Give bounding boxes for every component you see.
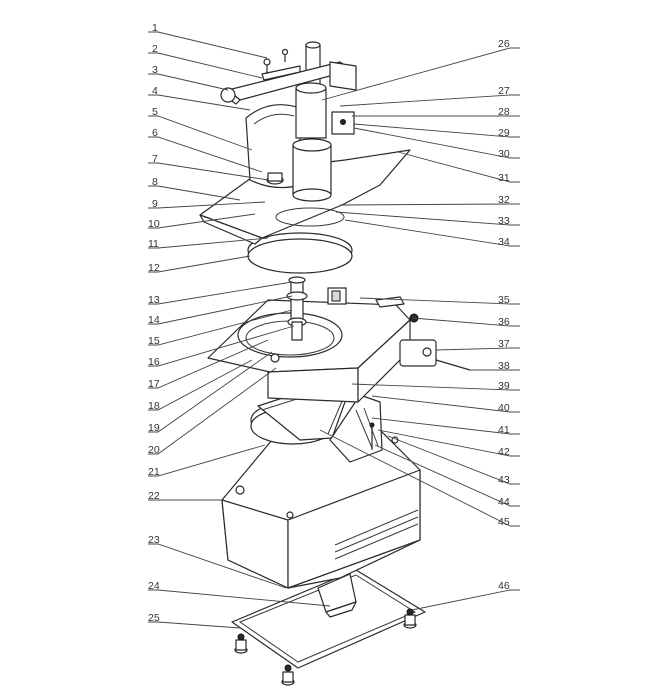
- callout-20: 20: [148, 444, 160, 456]
- drive-shaft: [286, 276, 308, 341]
- callout-15: 15: [148, 335, 160, 347]
- callout-4: 4: [152, 85, 158, 97]
- callout-19: 19: [148, 422, 160, 434]
- callout-22: 22: [148, 490, 160, 502]
- control-switch: [399, 339, 471, 371]
- leader-lines-right: [319, 47, 520, 611]
- callout-16: 16: [148, 356, 160, 368]
- callout-43: 43: [498, 474, 510, 486]
- callout-46: 46: [498, 580, 510, 592]
- callout-11: 11: [148, 238, 159, 250]
- arm-screw: [263, 48, 289, 74]
- callout-26: 26: [498, 38, 510, 50]
- callout-18: 18: [148, 400, 160, 412]
- callout-45: 45: [498, 516, 510, 528]
- callout-33: 33: [498, 215, 510, 227]
- callout-10: 10: [148, 218, 160, 230]
- foot-left: [234, 633, 248, 654]
- callout-labels-right: 26 27 28 29 30 31 32 33 34 35 36 37 38 3…: [498, 38, 510, 592]
- callout-3: 3: [152, 64, 158, 76]
- callout-14: 14: [148, 314, 160, 326]
- callout-6: 6: [152, 127, 158, 139]
- callout-30: 30: [498, 148, 510, 160]
- callout-12: 12: [148, 262, 160, 274]
- pusher-column: [295, 41, 327, 139]
- callout-27: 27: [498, 85, 510, 97]
- bowl-support-frame: [207, 299, 411, 403]
- callout-9: 9: [152, 198, 158, 210]
- pusher-bracket: [329, 61, 357, 135]
- callout-36: 36: [498, 316, 510, 328]
- callout-labels-left: 1 2 3 4 5 6 7 8 9 10 11 12 13 14 15 16 1…: [148, 22, 160, 624]
- foot-front: [281, 664, 295, 686]
- safety-switch: [327, 287, 347, 305]
- callout-37: 37: [498, 338, 510, 350]
- callout-31: 31: [498, 172, 510, 184]
- feed-tube: [292, 138, 332, 202]
- callout-40: 40: [498, 402, 510, 414]
- callout-5: 5: [152, 106, 158, 118]
- callout-35: 35: [498, 294, 510, 306]
- callout-42: 42: [498, 446, 510, 458]
- callout-25: 25: [148, 612, 160, 624]
- callout-8: 8: [152, 176, 158, 188]
- callout-21: 21: [148, 466, 160, 478]
- callout-24: 24: [148, 580, 160, 592]
- callout-34: 34: [498, 236, 510, 248]
- callout-2: 2: [152, 43, 158, 55]
- leader-lines-left: [148, 31, 331, 629]
- lid-knob: [266, 172, 284, 185]
- callout-39: 39: [498, 380, 510, 392]
- callout-32: 32: [498, 194, 510, 206]
- callout-28: 28: [498, 106, 510, 118]
- callout-1: 1: [152, 22, 158, 34]
- base-plate: [231, 569, 426, 669]
- callout-41: 41: [498, 424, 510, 436]
- callout-29: 29: [498, 127, 510, 139]
- callout-13: 13: [148, 294, 160, 306]
- callout-17: 17: [148, 378, 160, 390]
- callout-23: 23: [148, 534, 160, 546]
- foot-right: [403, 608, 417, 629]
- callout-44: 44: [498, 496, 510, 508]
- motor-body: [329, 394, 383, 463]
- callout-38: 38: [498, 360, 510, 372]
- cutting-disc: [247, 232, 353, 274]
- callout-7: 7: [152, 153, 158, 165]
- motor-housing: [221, 429, 421, 589]
